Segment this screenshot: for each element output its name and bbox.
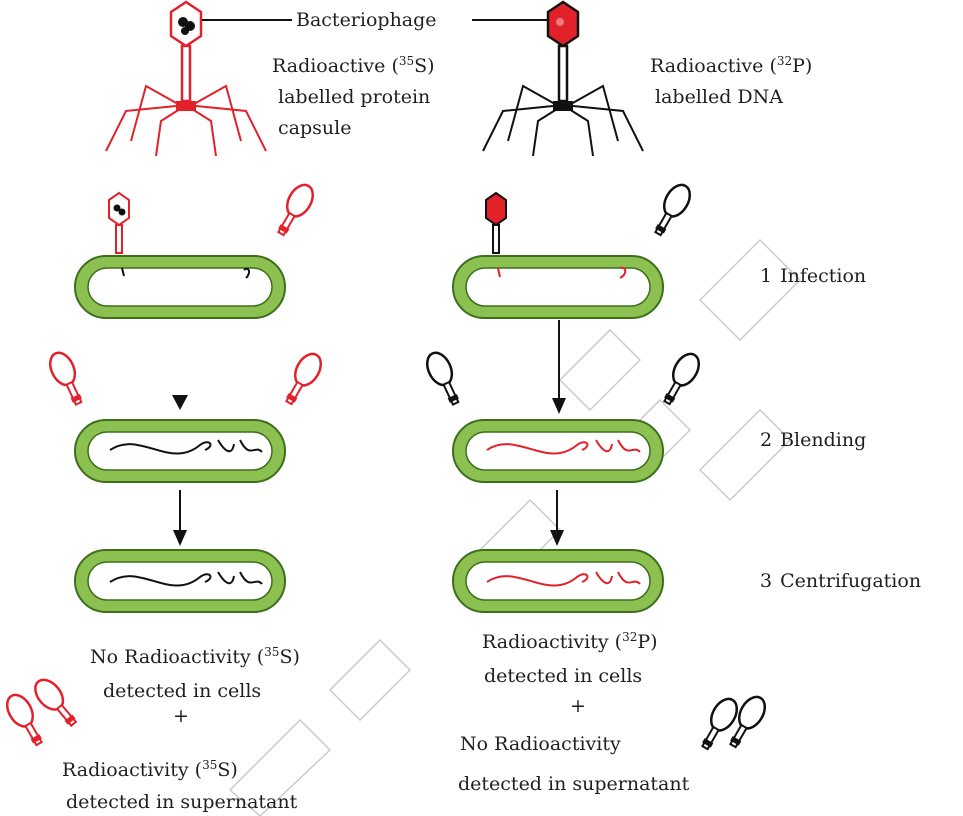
left-result-line4: detected in supernatant: [66, 791, 298, 813]
left-result-line2: detected in cells: [103, 680, 261, 702]
dna-right-blending: [486, 439, 641, 455]
arrow-right-2-head: [550, 530, 564, 546]
dna-right-injected: [497, 266, 627, 279]
bacteriophage-title: Bacteriophage: [296, 9, 437, 31]
ghost-left-detached-2: [278, 348, 328, 410]
phage-protein-labelled: [104, 0, 268, 158]
right-result-line3: No Radioactivity: [460, 733, 621, 755]
dna-right-centrifugation: [486, 571, 641, 587]
left-label-line1: Radioactive (35S): [272, 54, 435, 77]
cell-left-centrifugation: [74, 549, 286, 613]
phage-left-attached-2: [270, 179, 320, 241]
ghost-left-detached-1: [44, 347, 90, 410]
arrow-right-1-head: [552, 398, 566, 414]
phage-right-attached-1: [485, 192, 507, 254]
dna-left-centrifugation: [109, 571, 263, 587]
left-label-line3: capsule: [278, 117, 351, 139]
right-result-separator: +: [570, 695, 586, 717]
dna-left-blending: [109, 439, 263, 455]
phage-dna-labelled: [481, 0, 645, 158]
right-result-line1: Radioactivity (32P): [482, 630, 658, 653]
arrow-left-2-head: [173, 530, 187, 546]
ghost-right-detached-1: [421, 347, 467, 410]
left-result-line3: Radioactivity (35S): [62, 758, 238, 781]
right-label-line1: Radioactive (32P): [650, 54, 812, 77]
ghost-right-detached-2: [656, 348, 706, 410]
right-result-line2: detected in cells: [484, 665, 642, 687]
right-result-line4: detected in supernatant: [458, 773, 690, 795]
cell-right-infection: [452, 255, 664, 319]
left-result-line1: No Radioactivity (35S): [90, 645, 300, 668]
phage-right-attached-2: [647, 179, 697, 241]
left-result-separator: +: [173, 705, 189, 727]
right-label-line2: labelled DNA: [655, 86, 783, 108]
cell-right-centrifugation: [452, 549, 664, 613]
dna-left-injected: [121, 267, 251, 279]
phage-left-attached-1: [108, 192, 130, 254]
arrow-left-blend-head: [172, 395, 188, 410]
left-label-line2: labelled protein: [278, 86, 430, 108]
cell-left-infection: [74, 255, 286, 319]
ghost-left-supernatant-2: [28, 673, 84, 733]
